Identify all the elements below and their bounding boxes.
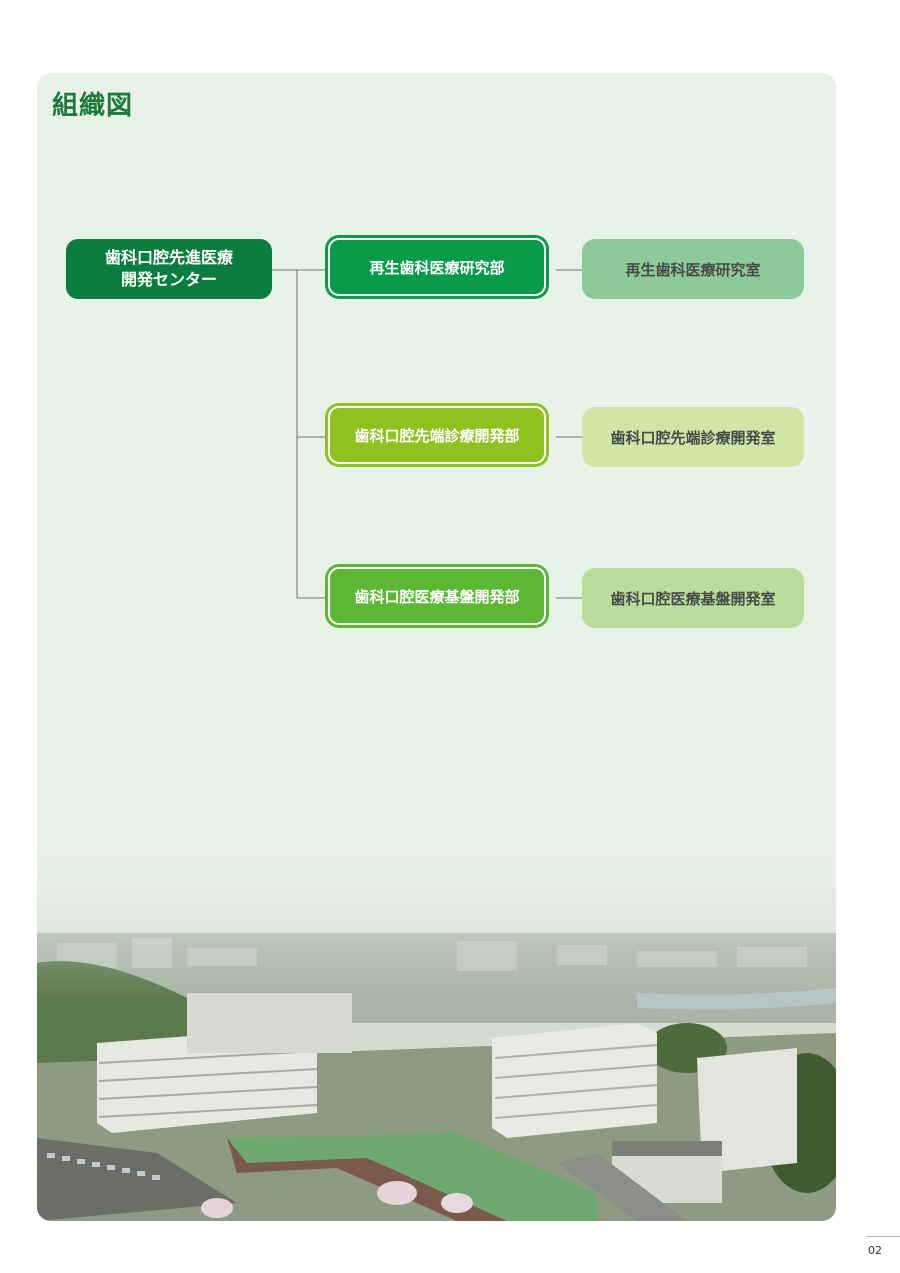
- department-box-infrastructure: 歯科口腔医療基盤開発部: [325, 564, 549, 628]
- department-label: 歯科口腔先端診療開発部: [328, 406, 546, 464]
- campus-aerial-photo: [37, 823, 836, 1221]
- connector-lines: [272, 269, 582, 599]
- page-number: 02: [868, 1244, 882, 1257]
- center-box-line2: 開発センター: [120, 270, 217, 289]
- lab-box-advanced-clinical: 歯科口腔先端診療開発室: [582, 407, 804, 467]
- department-label: 歯科口腔医療基盤開発部: [328, 567, 546, 625]
- department-box-regenerative: 再生歯科医療研究部: [325, 235, 549, 299]
- department-label: 再生歯科医療研究部: [328, 238, 546, 296]
- page-number-rule: [866, 1236, 900, 1237]
- center-box-line1: 歯科口腔先進医療: [104, 248, 233, 267]
- page-title: 組織図: [52, 91, 134, 121]
- lab-box-regenerative: 再生歯科医療研究室: [582, 239, 804, 299]
- center-box: 歯科口腔先進医療 開発センター: [66, 239, 272, 299]
- lab-box-infrastructure: 歯科口腔医療基盤開発室: [582, 568, 804, 628]
- department-box-advanced-clinical: 歯科口腔先端診療開発部: [325, 403, 549, 467]
